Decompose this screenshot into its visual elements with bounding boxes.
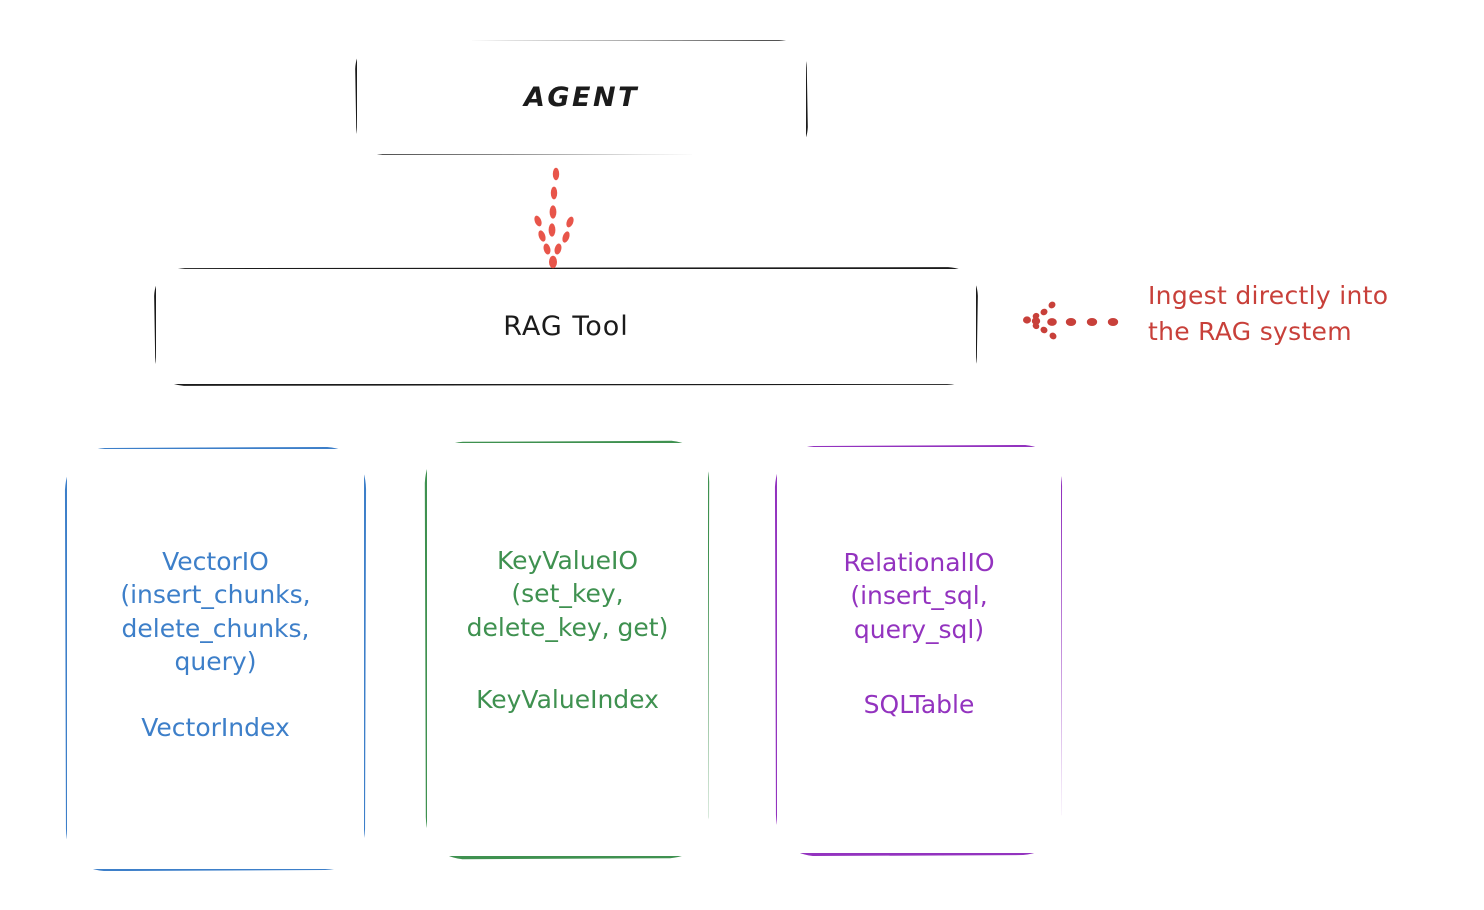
agent-label: AGENT (523, 81, 639, 113)
agent-to-rag-arrow (534, 167, 574, 269)
relational-store-node[interactable]: RelationalIO (insert_sql, query_sql) SQL… (777, 447, 1061, 853)
vector-store-api-label: VectorIO (insert_chunks, delete_chunks, … (120, 547, 311, 676)
agent-node[interactable]: AGENT (357, 41, 806, 154)
keyvalue-store-index-label: KeyValueIndex (476, 685, 659, 714)
rag-tool-node[interactable]: RAG Tool (156, 269, 976, 384)
vector-store-node[interactable]: VectorIO (insert_chunks, delete_chunks, … (67, 449, 364, 869)
keyvalue-store-node[interactable]: KeyValueIO (set_key, delete_key, get) Ke… (427, 443, 708, 856)
relational-store-api-label: RelationalIO (insert_sql, query_sql) (843, 548, 995, 644)
vector-store-index-label: VectorIndex (141, 713, 290, 742)
relational-store-index-label: SQLTable (863, 690, 975, 719)
ingest-annotation-text: Ingest directly into the RAG system (1148, 281, 1389, 346)
ingest-arrow (1023, 301, 1119, 340)
keyvalue-store-api-label: KeyValueIO (set_key, delete_key, get) (466, 546, 669, 642)
rag-tool-label: RAG Tool (503, 310, 629, 342)
